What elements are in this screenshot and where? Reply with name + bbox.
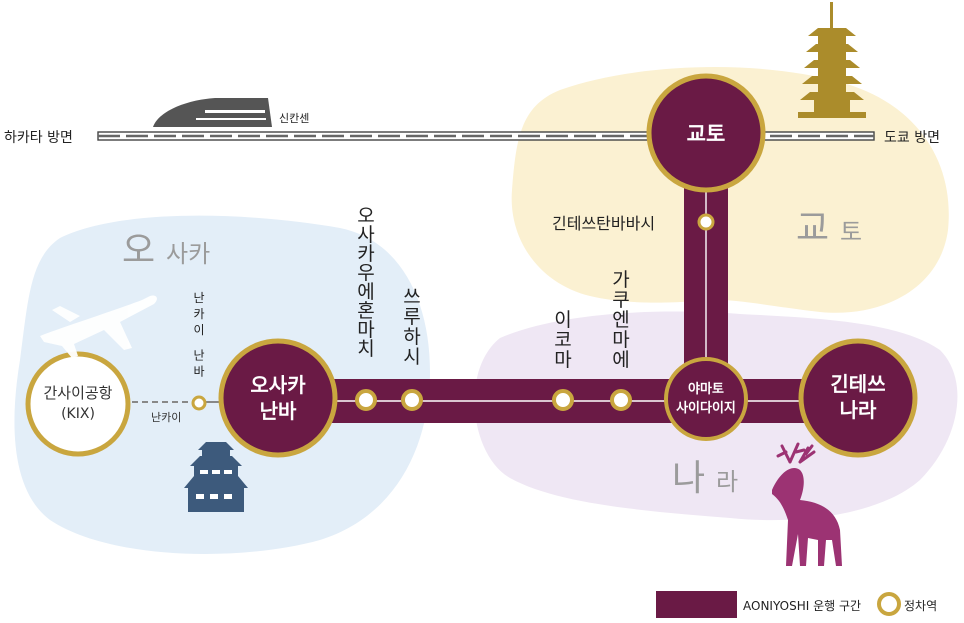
station-kyoto[interactable]: 교토 xyxy=(646,73,766,193)
station-label-kintetsu-tambabashi: 긴테쓰탄바바시 xyxy=(552,214,655,233)
shinkansen-west-label: 하카타 방면 xyxy=(4,130,73,146)
airplane-icon xyxy=(40,295,157,358)
kintetsu-nara-label-line2: 나라 xyxy=(840,398,877,422)
station-label-nankai: 난카이 xyxy=(151,411,181,424)
kyoto-region xyxy=(511,67,949,313)
region-kyoto-big: 교 xyxy=(796,208,829,249)
yamato-label-line1: 야마토 xyxy=(688,381,724,397)
deer-icon xyxy=(772,442,842,566)
region-osaka-small: 사카 xyxy=(166,240,210,268)
pagoda-icon xyxy=(798,2,866,118)
stop-nankai-namba[interactable] xyxy=(191,395,207,411)
osaka-namba-label-line2: 난바 xyxy=(260,399,297,423)
shinkansen-east-label: 도쿄 방면 xyxy=(884,130,940,146)
region-label-nara: 나 라 xyxy=(672,458,738,499)
shinkansen-line-label: 신칸센 xyxy=(279,112,309,125)
kansai-airport-label: 간사이공항 xyxy=(43,384,112,402)
stop-kintetsu-tambabashi[interactable] xyxy=(697,213,715,231)
region-label-osaka: 오 사카 xyxy=(122,230,210,271)
castle-icon xyxy=(184,442,248,512)
legend-stop-label: 정차역 xyxy=(904,599,937,613)
legend-route-swatch xyxy=(656,591,737,618)
yamato-label-line2: 사이다이지 xyxy=(676,400,736,416)
stop-osaka-uehommachi[interactable] xyxy=(355,389,377,411)
region-nara-small: 라 xyxy=(716,468,738,496)
stop-gakuenmae[interactable] xyxy=(610,389,632,411)
legend-route-label: AONIYOSHI 운행 구간 xyxy=(743,598,861,613)
kansai-airport-code: (KIX) xyxy=(61,406,95,422)
kintetsu-nara-label-line1: 긴테쓰 xyxy=(830,372,885,396)
legend-stop-swatch xyxy=(877,592,901,616)
region-kyoto-small: 토 xyxy=(840,218,862,246)
station-kansai-airport[interactable]: 간사이공항 (KIX) xyxy=(25,351,131,457)
region-nara-big: 나 xyxy=(672,458,705,499)
legend: AONIYOSHI 운행 구간 정차역 xyxy=(656,591,937,618)
stop-ikoma[interactable] xyxy=(552,389,574,411)
region-osaka-big: 오 xyxy=(122,230,155,271)
stop-tsuruhashi[interactable] xyxy=(401,389,423,411)
shinkansen-train-icon xyxy=(153,98,272,127)
station-osaka-namba[interactable]: 오사카 난바 xyxy=(218,338,338,458)
region-label-kyoto: 교 토 xyxy=(796,208,862,249)
station-yamato-saidaiji[interactable]: 야마토 사이다이지 xyxy=(664,357,748,441)
station-kintetsu-nara[interactable]: 긴테쓰 나라 xyxy=(798,338,918,458)
kyoto-label: 교토 xyxy=(687,122,726,146)
osaka-namba-label-line1: 오사카 xyxy=(250,373,306,397)
